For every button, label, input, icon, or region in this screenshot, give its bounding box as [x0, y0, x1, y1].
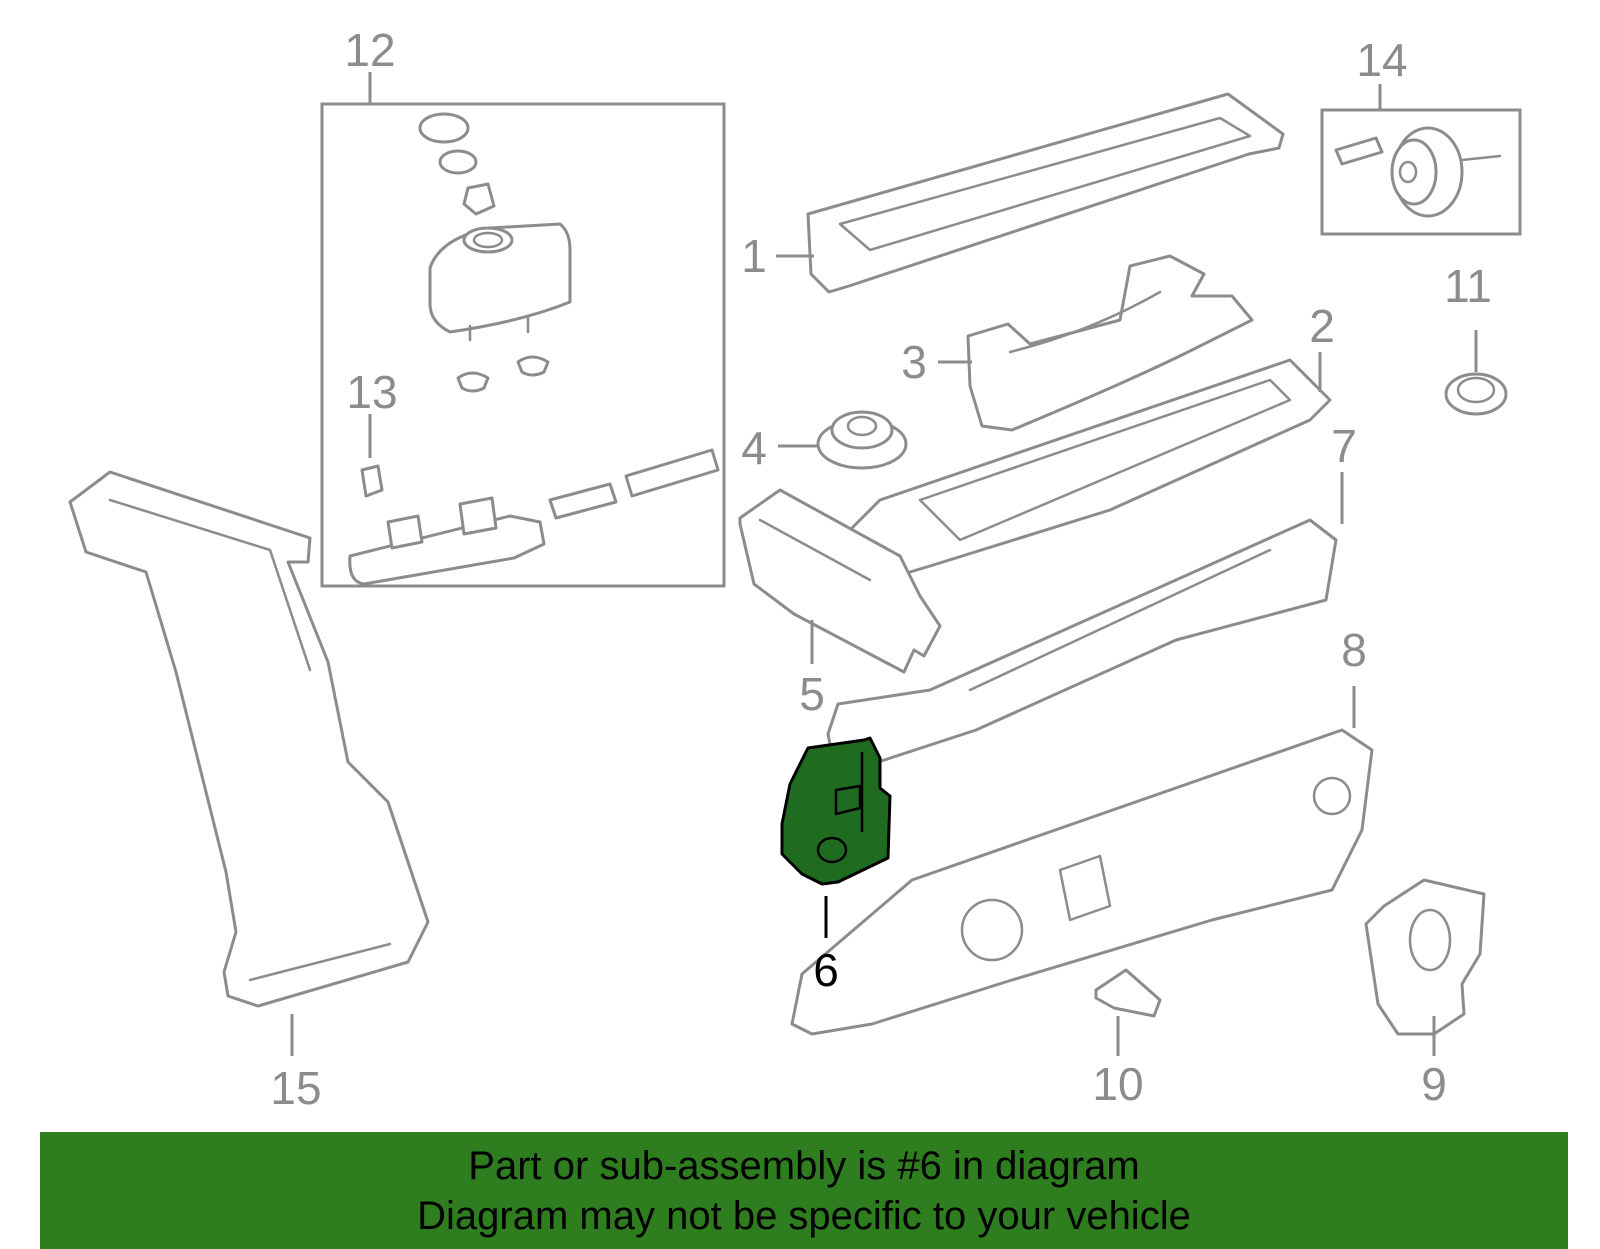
callout-14: 14 [1356, 34, 1407, 86]
master-cylinder-assembly[interactable] [348, 112, 720, 586]
banner-line-1: Part or sub-assembly is #6 in diagram [468, 1143, 1140, 1188]
callout-2: 2 [1309, 300, 1335, 352]
side-bracket[interactable] [738, 488, 942, 674]
callout-7: 7 [1331, 420, 1357, 472]
cowl-panel[interactable] [806, 92, 1285, 294]
cowl-reinforcement[interactable] [966, 254, 1254, 432]
callout-13: 13 [346, 366, 397, 418]
info-banner: Part or sub-assembly is #6 in diagram Di… [40, 1132, 1568, 1249]
callout-9: 9 [1421, 1058, 1447, 1110]
callout-11: 11 [1444, 260, 1492, 312]
a-pillar[interactable] [68, 470, 430, 1008]
dash-panel[interactable] [790, 728, 1374, 1036]
grommet[interactable] [816, 410, 908, 470]
callout-5: 5 [799, 668, 825, 720]
part-12-inset-box [320, 102, 726, 588]
callout-3: 3 [901, 336, 927, 388]
callout-8: 8 [1341, 624, 1367, 676]
small-bracket[interactable] [1094, 968, 1162, 1018]
side-panel[interactable] [1364, 878, 1486, 1036]
banner-line-2: Diagram may not be specific to your vehi… [417, 1193, 1191, 1238]
brake-booster[interactable] [1334, 126, 1502, 218]
callout-15: 15 [270, 1062, 321, 1114]
callout-12: 12 [344, 24, 395, 76]
part-14-inset-box [1320, 108, 1522, 236]
dash-side-bracket-highlighted[interactable] [780, 736, 892, 886]
callout-6: 6 [813, 944, 839, 996]
callout-4: 4 [741, 422, 767, 474]
callout-10: 10 [1092, 1058, 1143, 1110]
dash-panel-lower[interactable] [826, 518, 1338, 776]
callout-1: 1 [741, 230, 767, 282]
plug[interactable] [1444, 372, 1508, 416]
